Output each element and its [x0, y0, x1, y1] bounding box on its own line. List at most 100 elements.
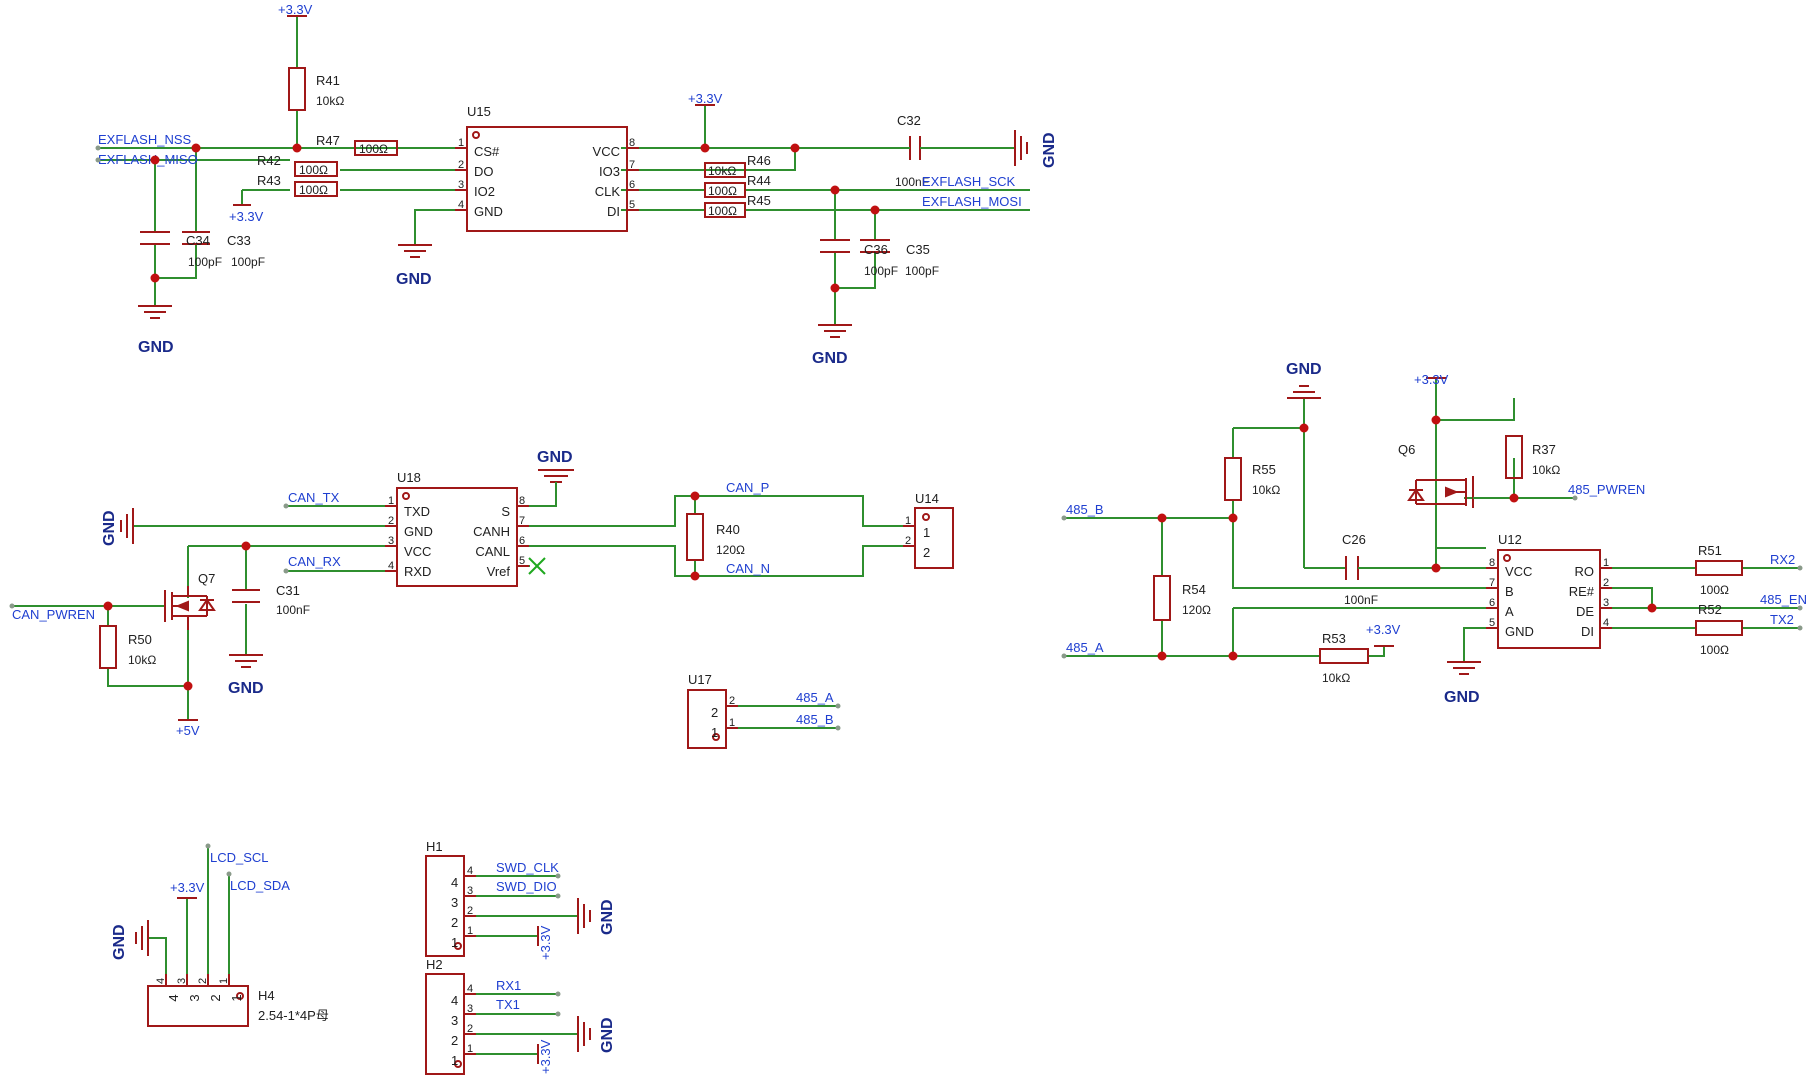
- r40-ref: R40: [716, 522, 740, 537]
- net-label: RX2: [1770, 552, 1795, 567]
- svg-text:GND: GND: [599, 899, 616, 935]
- c31-ref: C31: [276, 583, 300, 598]
- u18-pin-name: VCC: [404, 544, 431, 559]
- u15-pin-num: 1: [458, 137, 464, 149]
- h1-pin-num: 1: [467, 925, 473, 937]
- u14-pin-name: 2: [923, 545, 930, 560]
- net-label: CAN_PWREN: [12, 607, 95, 622]
- power-label: +3.3V: [538, 1039, 553, 1074]
- r51-resistor: [1695, 560, 1743, 576]
- u15-pin-name: CS#: [474, 144, 500, 159]
- u12-pin-num: 3: [1603, 597, 1609, 609]
- u15-pin-name: IO3: [599, 164, 620, 179]
- gnd-symbol: GND: [577, 1016, 616, 1053]
- u18-pin-name: S: [501, 504, 510, 519]
- c35-value: 100pF: [905, 264, 939, 278]
- svg-text:GND: GND: [396, 271, 432, 288]
- c26-ref: C26: [1342, 532, 1366, 547]
- r46-resistor: [704, 162, 746, 178]
- net-label: RX1: [496, 978, 521, 993]
- gnd-symbol: GND: [1286, 361, 1322, 399]
- h2-block: H2 4 3 2 1 4 3 2 1 RX1 TX1 GND +3.3V: [425, 957, 616, 1075]
- u12-ref: U12: [1498, 532, 1522, 547]
- gnd-symbol: GND: [138, 305, 174, 356]
- r44-resistor: [704, 182, 746, 198]
- u17-pin-name: 1: [711, 725, 718, 740]
- u12-pin-num: 2: [1603, 577, 1609, 589]
- svg-text:GND: GND: [599, 1017, 616, 1053]
- u17-pin-num: 2: [729, 695, 735, 707]
- svg-text:GND: GND: [138, 339, 174, 356]
- h4-pin-name: 2: [208, 994, 223, 1001]
- gnd-symbol: GND: [111, 920, 149, 960]
- net-label: TX1: [496, 997, 520, 1012]
- r37-resistor: [1505, 435, 1523, 479]
- u15-pin-num: 6: [629, 179, 635, 191]
- q7-transistor: Q7: [164, 571, 216, 630]
- u17-body: [687, 689, 727, 749]
- r42-resistor: [294, 161, 338, 177]
- h2-pin-num: 3: [467, 1003, 473, 1015]
- u12-pin-name: GND: [1505, 624, 1534, 639]
- r52-ref: R52: [1698, 602, 1722, 617]
- q6-transistor: Q6: [1398, 442, 1514, 508]
- gnd-symbol: GND: [1444, 661, 1481, 706]
- gnd-symbol: GND: [1014, 130, 1058, 168]
- h1-body: [425, 855, 465, 957]
- r54-ref: R54: [1182, 582, 1206, 597]
- r47-ref: R47: [316, 133, 340, 148]
- h1-pin-name: 2: [451, 915, 458, 930]
- svg-text:GND: GND: [101, 510, 118, 546]
- svg-text:GND: GND: [812, 350, 848, 367]
- c26-value: 100nF: [1344, 593, 1378, 607]
- power-label: +3.3V: [229, 209, 264, 224]
- h2-pin-name: 4: [451, 993, 458, 1008]
- net-label: TX2: [1770, 612, 1794, 627]
- net-label: EXFLASH_NSS: [98, 132, 192, 147]
- rs485-block: U12 8 7 6 5 VCC B A GND 1 2 3 4 RO RE# D…: [1061, 361, 1807, 706]
- power-label: +3.3V: [1414, 372, 1449, 387]
- power-label: +3.3V: [278, 2, 313, 17]
- c31-value: 100nF: [276, 603, 310, 617]
- c32-ref: C32: [897, 113, 921, 128]
- r55-resistor: [1224, 457, 1242, 501]
- u18-pin-num: 7: [519, 515, 525, 527]
- r53-value: 10kΩ: [1322, 671, 1350, 685]
- h1-pin-name: 4: [451, 875, 458, 890]
- u18-pin-num: 3: [388, 535, 394, 547]
- r52-value: 100Ω: [1700, 643, 1729, 657]
- u12-body: [1497, 549, 1601, 649]
- c36-value: 100pF: [864, 264, 898, 278]
- u18-pin-num: 1: [388, 495, 394, 507]
- c36-ref: C36: [864, 242, 888, 257]
- u18-pin-name: CANH: [473, 524, 510, 539]
- net-label: EXFLASH_MISO: [98, 152, 198, 167]
- net-label: 485_PWREN: [1568, 482, 1645, 497]
- u18-pin-name: TXD: [404, 504, 430, 519]
- power-label: +3.3V: [688, 91, 723, 106]
- u12-pin-num: 7: [1489, 577, 1495, 589]
- net-label: LCD_SDA: [230, 878, 290, 893]
- net-label: 485_A: [796, 690, 834, 705]
- r54-resistor: [1153, 575, 1171, 621]
- r43-resistor: [294, 181, 338, 197]
- u12-pin-name: DI: [1581, 624, 1594, 639]
- u18-pin-num: 6: [519, 535, 525, 547]
- net-label: CAN_P: [726, 480, 769, 495]
- u15-pin-name: CLK: [595, 184, 621, 199]
- r50-value: 10kΩ: [128, 653, 156, 667]
- r37-value: 10kΩ: [1532, 463, 1560, 477]
- c34-ref: C34: [186, 233, 210, 248]
- r44-ref: R44: [747, 173, 771, 188]
- net-label: 485_B: [1066, 502, 1104, 517]
- net-label: 485_A: [1066, 640, 1104, 655]
- h1-pin-num: 3: [467, 885, 473, 897]
- h1-pin-num: 4: [467, 865, 473, 877]
- u12-pin-num: 4: [1603, 617, 1609, 629]
- power-label: +3.3V: [170, 880, 205, 895]
- u14-pin-num: 1: [905, 515, 911, 527]
- q6-ref: Q6: [1398, 442, 1415, 457]
- u15-pin-name: VCC: [593, 144, 620, 159]
- gnd-symbol: GND: [228, 654, 264, 697]
- u15-body: [466, 126, 628, 232]
